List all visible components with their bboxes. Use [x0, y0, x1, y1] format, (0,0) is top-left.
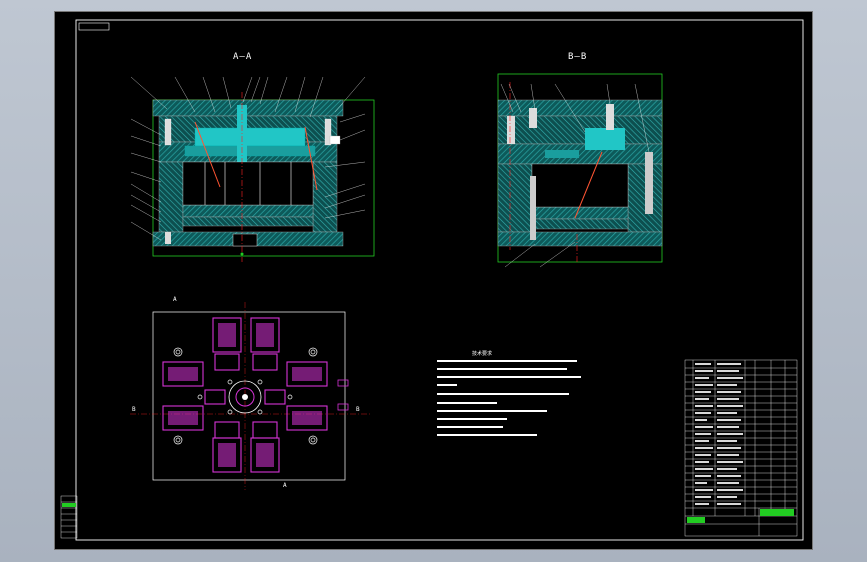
technical-notes — [437, 360, 581, 436]
drawing-viewport[interactable]: A—A B—B — [55, 12, 812, 549]
notes-title: 技术要求 — [472, 351, 493, 357]
section-bb-title: B—B — [568, 52, 588, 62]
left-stamp-box — [60, 495, 78, 539]
corner-code-box — [78, 22, 110, 31]
title-block-green-band — [760, 509, 794, 516]
outer-frame — [75, 19, 804, 541]
section-aa-view — [130, 76, 375, 262]
plan-outline — [152, 311, 346, 481]
plan-cut-b-left: B — [132, 406, 136, 413]
plan-cut-a-top: A — [173, 296, 177, 303]
section-aa-title: A—A — [233, 52, 253, 62]
plan-cut-b-right: B — [356, 406, 360, 413]
section-bb-view — [497, 73, 663, 268]
parts-list-table — [684, 359, 798, 537]
parts-list-text — [695, 363, 743, 505]
plan-view — [130, 302, 370, 490]
plan-cut-a-bottom: A — [283, 482, 287, 489]
cad-drawing — [60, 19, 804, 541]
